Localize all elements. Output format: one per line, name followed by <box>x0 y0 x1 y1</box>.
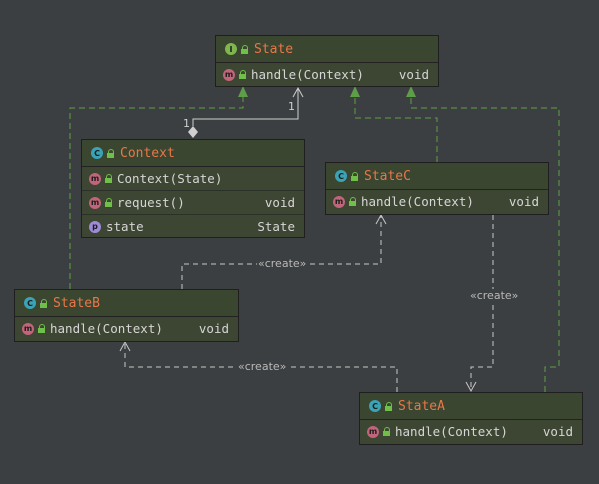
node-statea-class[interactable]: C StateA m handle(Context) void <box>359 392 583 445</box>
node-header: C Context <box>82 140 304 167</box>
public-lock-icon <box>351 171 358 181</box>
public-lock-icon <box>383 427 390 436</box>
method-icon: m <box>89 172 101 185</box>
realization-arrowhead <box>406 86 416 97</box>
create-label-statec-statea: «create» <box>469 289 520 302</box>
member-name: request() <box>117 195 185 210</box>
node-stateb-class[interactable]: C StateB m handle(Context) void <box>14 289 239 342</box>
node-context-class[interactable]: C Context m Context(State) m request() v… <box>81 139 305 238</box>
method-icon: m <box>333 195 345 208</box>
member-row[interactable]: m handle(Context) void <box>216 63 438 86</box>
public-lock-icon <box>385 401 392 411</box>
member-row[interactable]: m request() void <box>82 191 304 215</box>
realization-edge-statec-state <box>350 86 438 162</box>
public-lock-icon <box>105 174 112 183</box>
member-type: void <box>508 194 539 209</box>
node-header: C StateB <box>15 290 238 317</box>
method-icon: m <box>89 196 101 209</box>
member-row[interactable]: m handle(Context) void <box>360 420 582 443</box>
public-lock-icon <box>241 44 248 54</box>
dependency-edge-statec-statea <box>465 215 494 393</box>
member-type: void <box>264 195 295 210</box>
member-type: State <box>257 219 295 234</box>
node-header: I State <box>216 36 438 63</box>
method-icon: m <box>367 425 379 438</box>
public-lock-icon <box>105 198 112 207</box>
public-lock-icon <box>107 148 114 158</box>
navigable-arrowhead <box>292 86 304 98</box>
node-title: StateB <box>53 295 100 311</box>
dependency-arrowhead <box>465 381 477 393</box>
node-title: Context <box>120 145 175 161</box>
member-name: handle(Context) <box>50 321 163 336</box>
member-type: void <box>198 321 229 336</box>
public-lock-icon <box>349 197 356 206</box>
member-type: void <box>542 424 573 439</box>
class-icon: C <box>24 297 36 309</box>
node-title: StateC <box>364 168 411 184</box>
dependency-arrowhead <box>375 213 387 225</box>
member-row[interactable]: m Context(State) <box>82 167 304 191</box>
method-icon: m <box>22 322 34 335</box>
class-icon: C <box>335 170 347 182</box>
multiplicity-context-end: 1 <box>183 117 190 130</box>
node-title: State <box>254 41 294 57</box>
public-lock-icon <box>38 324 45 333</box>
interface-icon: I <box>225 43 237 55</box>
member-row[interactable]: m handle(Context) void <box>15 317 238 340</box>
public-lock-icon <box>40 298 47 308</box>
multiplicity-state-end: 1 <box>288 100 295 113</box>
realization-edge-statea-state <box>406 86 560 392</box>
node-statec-class[interactable]: C StateC m handle(Context) void <box>325 162 549 215</box>
node-state-interface[interactable]: I State m handle(Context) void <box>215 35 439 87</box>
create-label-statea-stateb: «create» <box>237 360 288 373</box>
member-name: state <box>106 219 144 234</box>
member-name: handle(Context) <box>395 424 508 439</box>
node-header: C StateA <box>360 393 582 420</box>
member-row[interactable]: p state State <box>82 215 304 238</box>
create-label-stateb-statec: «create» <box>257 257 308 270</box>
member-type: void <box>398 67 429 82</box>
member-name: handle(Context) <box>361 194 474 209</box>
node-title: StateA <box>398 398 445 414</box>
class-icon: C <box>369 400 381 412</box>
realization-arrowhead <box>350 86 360 97</box>
public-lock-icon <box>239 70 246 79</box>
method-icon: m <box>223 68 235 81</box>
dependency-arrowhead <box>119 340 131 352</box>
node-header: C StateC <box>326 163 548 190</box>
member-row[interactable]: m handle(Context) void <box>326 190 548 213</box>
member-name: Context(State) <box>117 171 223 186</box>
aggregation-edge-context-state <box>188 86 304 138</box>
realization-arrowhead <box>238 86 248 97</box>
property-icon: p <box>89 220 101 233</box>
class-icon: C <box>91 147 103 159</box>
member-name: handle(Context) <box>251 67 364 82</box>
